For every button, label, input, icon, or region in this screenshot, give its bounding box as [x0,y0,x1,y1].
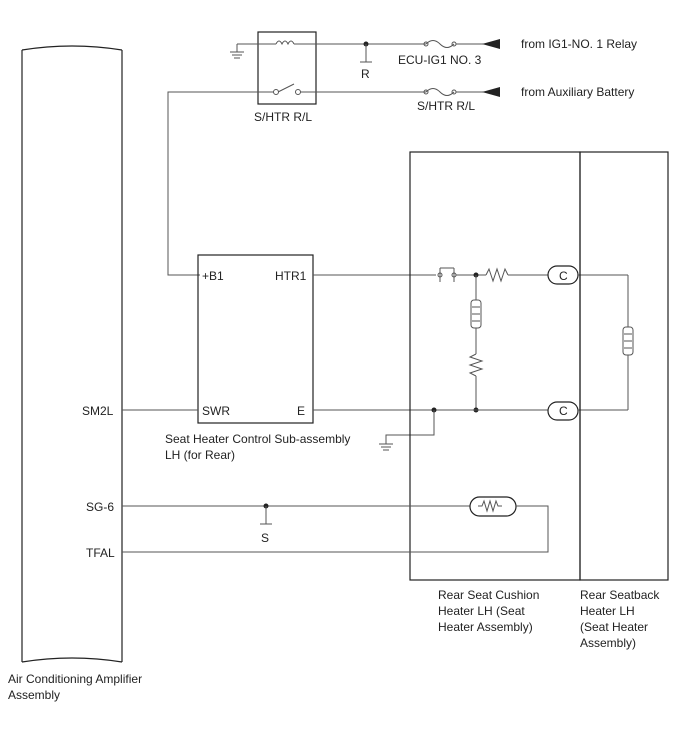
thermistor-circuit [122,496,549,553]
label-seatback-line1: Rear Seatback [580,588,660,602]
label-ecu-line2: LH (for Rear) [165,448,235,462]
wire-htr1 [313,267,548,283]
wire-ig1 [316,39,500,63]
label-pin-sg6: SG-6 [86,500,114,514]
label-pin-b1: +B1 [202,269,224,283]
label-pin-tfal: TFAL [86,546,115,560]
ecu-box [197,254,314,424]
label-pin-sm2l: SM2L [82,404,114,418]
relay-shtr [257,31,317,105]
ac-amplifier-box [21,45,123,663]
label-pin-htr1: HTR1 [275,269,307,283]
rear-seatback-box [579,151,669,581]
label-seatback-line3: (Seat Heater [580,620,648,634]
label-pin-e: E [297,404,305,418]
label-relay-name: S/HTR R/L [254,110,312,124]
label-amp-line2: Assembly [8,688,60,702]
label-amp-line1: Air Conditioning Amplifier [8,672,142,686]
label-fuse-ecu: ECU-IG1 NO. 3 [398,53,482,67]
label-ground-s: S [261,531,269,545]
cushion-branch [468,275,484,413]
label-pin-swr: SWR [202,404,230,418]
connector-c-top [547,265,628,285]
label-connector-c-top: C [559,269,568,283]
label-ground-r: R [361,67,370,81]
label-cushion-line1: Rear Seat Cushion [438,588,539,602]
label-from-aux: from Auxiliary Battery [521,85,634,99]
ground-relay [230,43,266,59]
label-seatback-line4: Assembly) [580,636,636,650]
label-cushion-line2: Heater LH (Seat [438,604,525,618]
label-connector-c-bottom: C [559,404,568,418]
label-seatback-line2: Heater LH [580,604,635,618]
wire-relay-b1 [167,91,274,276]
seatback-element [622,275,634,410]
connector-c-bottom [547,401,628,421]
label-cushion-line3: Heater Assembly) [438,620,533,634]
label-ecu-line1: Seat Heater Control Sub-assembly [165,432,350,446]
label-from-ig1: from IG1-NO. 1 Relay [521,37,637,51]
label-fuse-shtr: S/HTR R/L [417,99,475,113]
wire-aux [300,87,500,97]
